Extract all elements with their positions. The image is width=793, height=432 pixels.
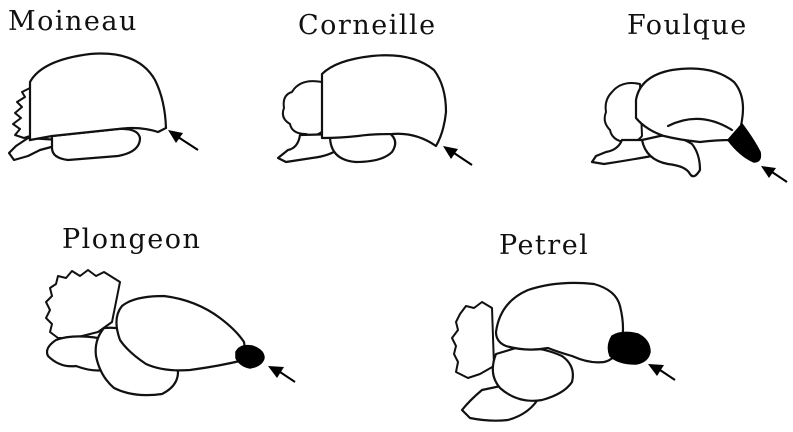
olfactory-bulb-plongeon (236, 346, 264, 368)
olfactory-bulb-petrel (608, 332, 650, 364)
arrow-corneille (443, 146, 472, 165)
hemisphere-foulque (636, 69, 743, 143)
brain-foulque (592, 69, 787, 183)
arrow-plongeon (268, 366, 295, 382)
cerebellum-corneille (283, 81, 324, 135)
cerebellum-moineau (13, 88, 30, 138)
cerebellum-petrel (452, 302, 494, 378)
arrow-petrel (648, 364, 675, 380)
arrow-moineau (168, 130, 198, 150)
brain-plongeon (46, 270, 295, 395)
brain-petrel (452, 283, 675, 421)
brain-corneille (278, 55, 472, 165)
optic-lobe-petrel (493, 348, 573, 401)
brain-moineau (9, 54, 198, 160)
hemisphere-moineau (30, 54, 166, 140)
hemisphere-corneille (322, 55, 446, 146)
arrow-foulque (761, 166, 787, 182)
